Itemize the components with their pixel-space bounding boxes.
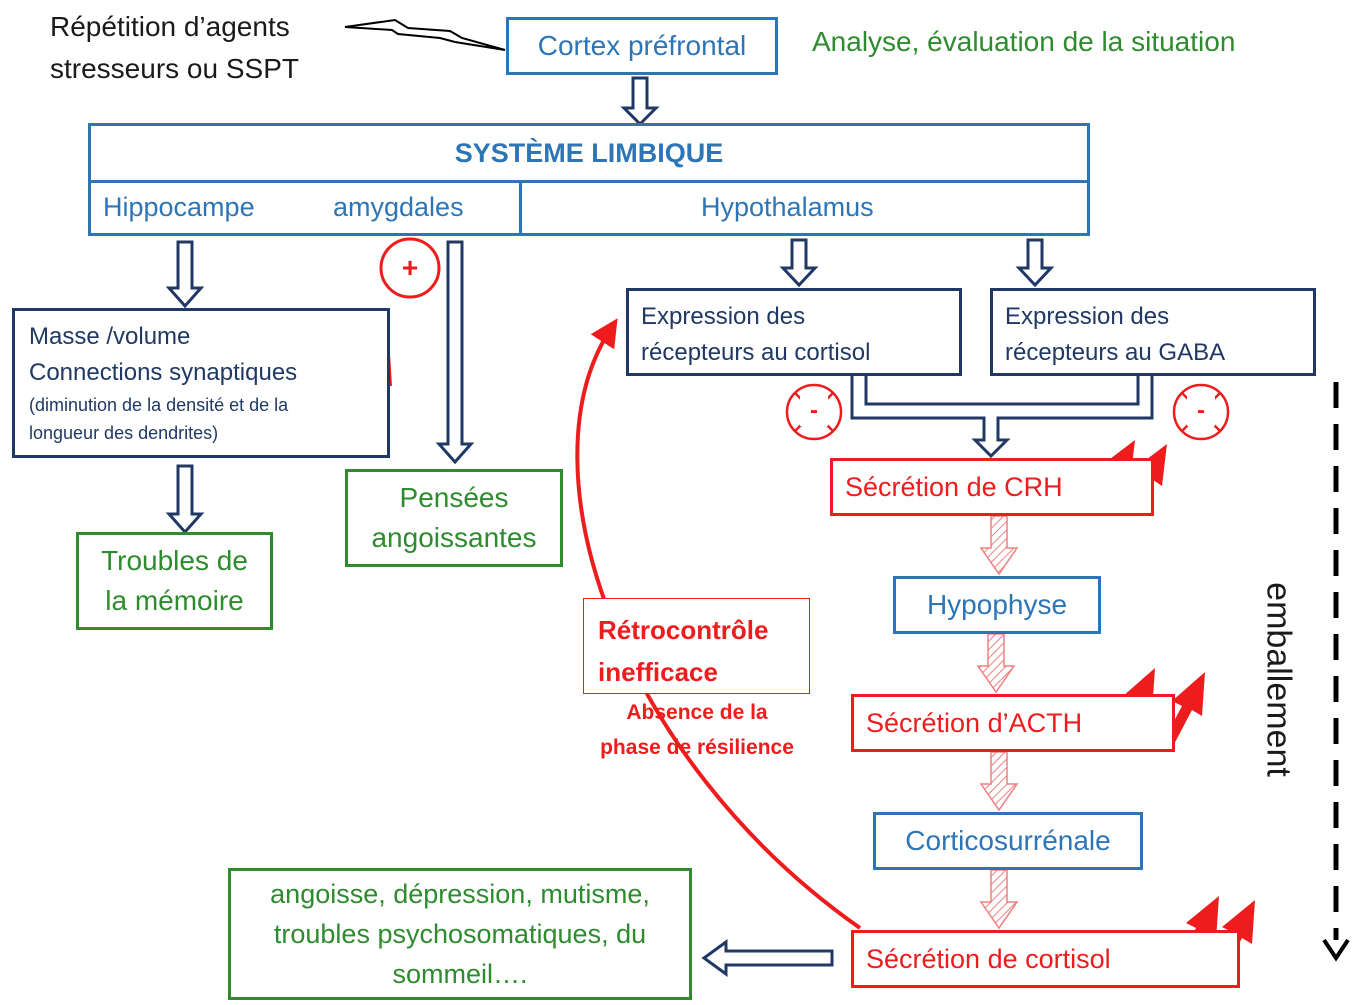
- feedback-failure-box: Rétrocontrôle inefficace: [583, 598, 810, 694]
- crh-secretion-label: Sécrétion de CRH: [845, 472, 1063, 502]
- emballement-arrowhead-icon: [1322, 938, 1350, 962]
- amygdales-label: amygdales: [333, 192, 464, 222]
- arrow-masse-to-troubles: [165, 464, 205, 535]
- lightning-bolt-icon: [344, 18, 506, 51]
- corticosurrenale-label: Corticosurrénale: [905, 825, 1111, 856]
- cortex-prefrontal-label: Cortex préfrontal: [537, 30, 747, 61]
- memory-troubles-box: Troubles de la mémoire: [76, 532, 273, 630]
- gaba-receptors-line-2: récepteurs au GABA: [1005, 339, 1226, 366]
- anxious-thoughts-box: Pensées angoissantes: [345, 469, 563, 567]
- limbic-divider-vertical: [519, 183, 522, 233]
- synaptic-loss-box: Masse /volume Connections synaptiques (d…: [12, 308, 390, 458]
- hypothalamus-label: Hypothalamus: [701, 192, 874, 222]
- arrow-cortex-to-limbic: [620, 76, 660, 127]
- cortisol-secretion-label: Sécrétion de cortisol: [866, 944, 1111, 974]
- minus-sign-right: -: [1187, 396, 1215, 426]
- synaptic-loss-line-1: Masse /volume: [29, 323, 191, 350]
- consequences-line-2: troubles psychosomatiques, du: [273, 919, 647, 949]
- analysis-label: Analyse, évaluation de la situation: [812, 26, 1236, 57]
- arrow-corticosurrenale-to-cortisol: [979, 869, 1019, 930]
- no-resilience-line-2: phase de résilience: [600, 736, 794, 759]
- corticosurrenale-box: Corticosurrénale: [873, 812, 1143, 870]
- acth-secretion-label: Sécrétion d’ACTH: [866, 708, 1083, 738]
- cortisol-receptors-line-2: récepteurs au cortisol: [641, 339, 871, 366]
- arrow-cortisol-to-consequences: [701, 939, 834, 977]
- memory-troubles-line-2: la mémoire: [105, 585, 244, 616]
- consequences-line-3: sommeil….: [392, 959, 528, 989]
- cortisol-secretion-box: Sécrétion de cortisol: [851, 930, 1240, 988]
- gaba-receptors-line-1: Expression des: [1005, 303, 1170, 330]
- plus-sign: +: [401, 252, 419, 283]
- minus-sign-left: -: [800, 396, 828, 426]
- synaptic-loss-line-3: (diminution de la densité et de la: [29, 395, 289, 415]
- hypophyse-label: Hypophyse: [926, 589, 1068, 620]
- crh-secretion-box: Sécrétion de CRH: [830, 458, 1154, 516]
- hollow-down-arrows: [165, 76, 1154, 977]
- consequences-box: angoisse, dépression, mutisme, troubles …: [228, 868, 692, 1000]
- no-resilience-label: Absence de la phase de résilience: [575, 695, 819, 765]
- hatched-cascade-arrows: [976, 515, 1019, 930]
- feedback-failure-line-2: inefficace: [598, 657, 718, 687]
- arrow-hippocampe-to-masse: [165, 240, 205, 309]
- arrow-amygdales-to-pensees: [435, 240, 475, 465]
- synaptic-loss-line-4: longueur des dendrites): [29, 423, 219, 443]
- limbic-system-title: SYSTÈME LIMBIQUE: [454, 137, 724, 168]
- arrow-crh-to-hypophyse: [979, 515, 1019, 576]
- limbic-divider-horizontal: [91, 180, 1087, 183]
- synaptic-loss-line-2: Connections synaptiques: [29, 359, 298, 386]
- stressors-line-1: Répétition d’agents: [50, 11, 290, 42]
- anxious-thoughts-line-2: angoissantes: [371, 522, 537, 553]
- acth-secretion-box: Sécrétion d’ACTH: [851, 694, 1175, 752]
- cortisol-receptors-line-1: Expression des: [641, 303, 806, 330]
- cortisol-receptors-box: Expression des récepteurs au cortisol: [626, 288, 962, 376]
- hippocampe-label: Hippocampe: [103, 192, 255, 222]
- no-resilience-line-1: Absence de la: [626, 701, 768, 724]
- arrow-hypo-to-cortisol-receptors: [779, 238, 819, 288]
- stressors-line-2: stresseurs ou SSPT: [50, 53, 299, 84]
- stimulation-circle-icon: [379, 237, 441, 299]
- anxious-thoughts-line-1: Pensées: [399, 482, 509, 513]
- stressors-label: Répétition d’agents stresseurs ou SSPT: [50, 6, 299, 90]
- hypophyse-box: Hypophyse: [893, 576, 1101, 634]
- memory-troubles-line-1: Troubles de: [101, 545, 248, 576]
- cortex-prefrontal-box: Cortex préfrontal: [506, 17, 778, 75]
- feedback-failure-line-1: Rétrocontrôle: [598, 615, 769, 645]
- emballement-label: emballement: [1259, 582, 1298, 777]
- arrow-acth-to-corticosurrenale: [979, 751, 1019, 812]
- consequences-line-1: angoisse, dépression, mutisme,: [270, 879, 650, 909]
- gaba-receptors-box: Expression des récepteurs au GABA: [990, 288, 1316, 376]
- limbic-system-box: SYSTÈME LIMBIQUE Hippocampe amygdales Hy…: [88, 123, 1090, 236]
- arrow-hypophyse-to-acth: [976, 633, 1016, 694]
- arrow-receptors-to-crh: [850, 372, 1154, 459]
- arrow-hypo-to-gaba-receptors: [1015, 238, 1055, 288]
